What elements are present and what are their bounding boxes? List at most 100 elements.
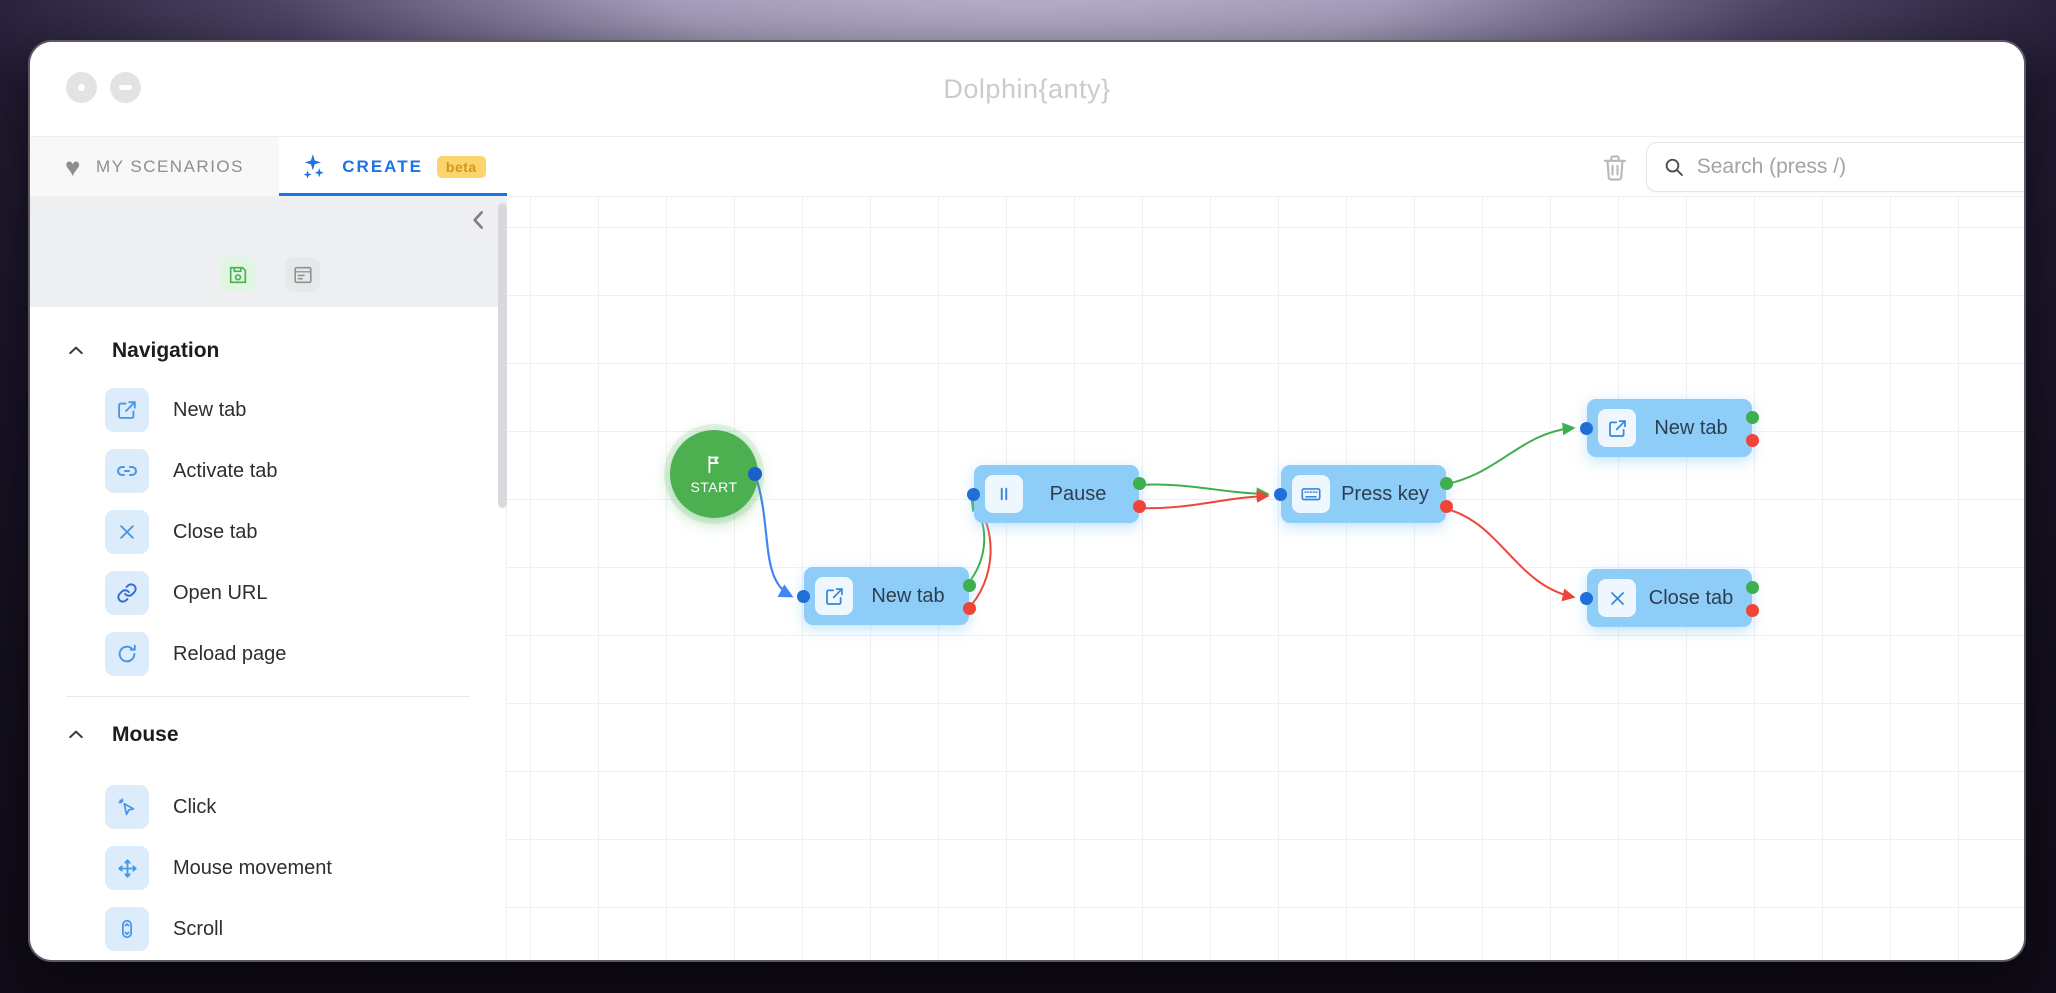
tab-bar: ♥ MY SCENARIOS CREATE beta [30,136,2024,197]
close-icon [78,84,85,91]
action-label: Close tab [173,520,258,543]
search-input[interactable] [1696,154,2019,179]
trash-icon [1603,154,1627,181]
titlebar: Dolphin{anty} [30,42,2024,137]
action-open-url[interactable]: Open URL [105,571,506,615]
chevron-left-icon [473,211,484,229]
actions-sidebar: Navigation New tab [30,197,507,960]
edge-pause-presskey-success[interactable] [1136,483,1270,501]
node-new-tab-1[interactable]: New tab [797,567,976,625]
input-port[interactable] [1580,591,1593,605]
search-box[interactable] [1646,141,2024,192]
success-port[interactable] [1746,410,1759,424]
action-activate-tab[interactable]: Activate tab [105,449,506,493]
close-tab-icon [1598,579,1636,617]
tab-create[interactable]: CREATE beta [279,137,507,196]
action-reload-page[interactable]: Reload page [105,632,506,676]
action-label: Activate tab [173,459,278,482]
node-label: Press key [1341,482,1429,505]
edge-pause-presskey-error[interactable] [1136,489,1270,510]
action-label: Click [173,795,217,818]
activate-tab-icon [105,449,149,493]
flow-canvas[interactable]: START New tab [507,197,2024,960]
section-title: Navigation [112,339,220,362]
tab-actions [1600,137,2024,196]
beta-badge: beta [436,155,486,178]
edge-presskey-closetab-error[interactable] [1441,507,1576,602]
error-port[interactable] [1746,603,1759,617]
sidebar-scrollbar[interactable] [498,203,507,508]
action-click[interactable]: Click [105,785,506,829]
action-label: Reload page [173,642,287,665]
pause-icon [985,475,1023,513]
error-port[interactable] [1746,433,1759,447]
chevron-up-icon [69,730,83,739]
start-output-port[interactable] [748,467,762,481]
success-port[interactable] [1133,476,1146,490]
success-port[interactable] [1440,476,1453,490]
sparkles-icon [300,153,328,181]
new-tab-icon [1598,409,1636,447]
input-port[interactable] [797,589,810,603]
node-pause[interactable]: Pause [967,465,1146,523]
main-content: Navigation New tab [30,197,2024,960]
close-button[interactable] [66,72,97,103]
action-mouse-movement[interactable]: Mouse movement [105,846,506,890]
collapse-panel-button[interactable] [466,207,492,236]
minimize-button[interactable] [110,72,141,103]
new-tab-icon [105,388,149,432]
input-port[interactable] [1580,421,1593,435]
action-list: Navigation New tab [30,307,506,960]
success-port[interactable] [963,578,976,592]
action-scroll[interactable]: Scroll [105,907,506,951]
start-node-label: START [690,479,738,495]
save-scenario-button[interactable] [220,257,255,292]
save-icon [229,266,246,283]
section-title: Mouse [112,723,179,746]
app-title: Dolphin{anty} [943,74,1111,104]
keyboard-icon [1292,475,1330,513]
node-label: New tab [1654,416,1728,439]
tab-my-scenarios[interactable]: ♥ MY SCENARIOS [30,137,279,196]
section-divider [66,696,470,697]
flow-edges [753,422,1576,611]
success-port[interactable] [1746,580,1759,594]
node-new-tab-2[interactable]: New tab [1580,399,1759,457]
error-port[interactable] [963,601,976,615]
delete-button[interactable] [1600,152,1630,182]
action-close-tab[interactable]: Close tab [105,510,506,554]
app-window: Dolphin{anty} ♥ MY SCENARIOS CREATE beta [28,40,2026,962]
close-tab-icon [105,510,149,554]
error-port[interactable] [1133,499,1146,513]
node-label: New tab [871,584,945,607]
search-icon [1665,158,1683,176]
open-url-icon [105,571,149,615]
action-label: Mouse movement [173,856,332,879]
minimize-icon [119,85,132,90]
scroll-icon [105,907,149,951]
input-port[interactable] [967,487,980,501]
node-close-tab[interactable]: Close tab [1580,569,1759,627]
section-navigation[interactable]: Navigation [66,331,506,371]
node-label: Pause [1049,482,1107,505]
new-tab-icon [815,577,853,615]
start-node[interactable]: START [670,430,758,518]
edge-start-newtab1[interactable] [753,473,794,598]
action-label: Scroll [173,917,224,940]
tab-my-scenarios-label: MY SCENARIOS [95,156,244,176]
node-press-key[interactable]: Press key [1274,465,1453,523]
section-mouse[interactable]: Mouse [66,715,506,755]
click-icon [105,785,149,829]
flag-icon [708,455,719,474]
node-label: Close tab [1648,586,1734,609]
active-tab-indicator [279,193,507,196]
edge-presskey-newtab2-success[interactable] [1441,422,1576,486]
heart-icon: ♥ [65,151,82,182]
chevron-up-icon [69,346,83,355]
log-button[interactable] [285,257,320,292]
input-port[interactable] [1274,487,1287,501]
sidebar-toolbar [30,197,506,307]
error-port[interactable] [1440,499,1453,513]
action-new-tab[interactable]: New tab [105,388,506,432]
action-label: Open URL [173,581,268,604]
